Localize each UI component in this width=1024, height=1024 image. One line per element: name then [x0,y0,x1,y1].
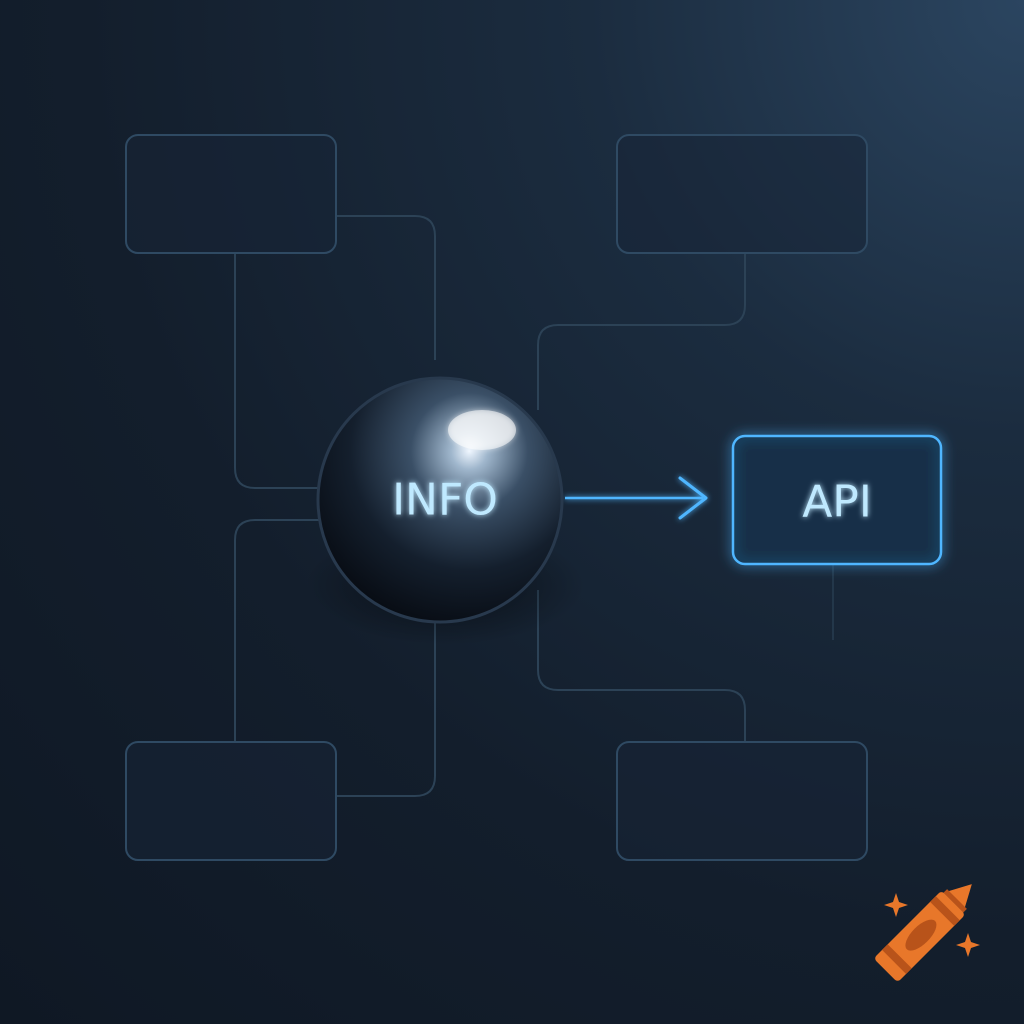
placeholder-node-top-right [616,134,868,254]
placeholder-node-bottom-right [616,741,868,861]
sphere-highlight [448,410,516,450]
placeholder-node-top-left [125,134,337,254]
api-node: API [731,434,943,566]
sparkle-icon [884,893,908,917]
info-node-label: INFO [392,475,498,526]
api-node-label: API [802,477,872,528]
connector-bottom-left-up [234,519,330,742]
arrow-to-api [565,476,708,520]
placeholder-node-bottom-left [125,741,337,861]
sparkle-icons [884,893,980,957]
info-sphere-node: INFO [305,376,585,645]
connector-top-left-down [234,252,330,489]
placeholder-boxes [125,134,868,861]
sparkle-icon [956,933,980,957]
connector-top-right [537,252,746,410]
connector-top-left-right [336,215,436,360]
connector-bottom-right [537,590,746,742]
crayon-icon [875,884,972,981]
connectors [234,215,834,797]
connector-bottom-left-right [336,610,436,797]
